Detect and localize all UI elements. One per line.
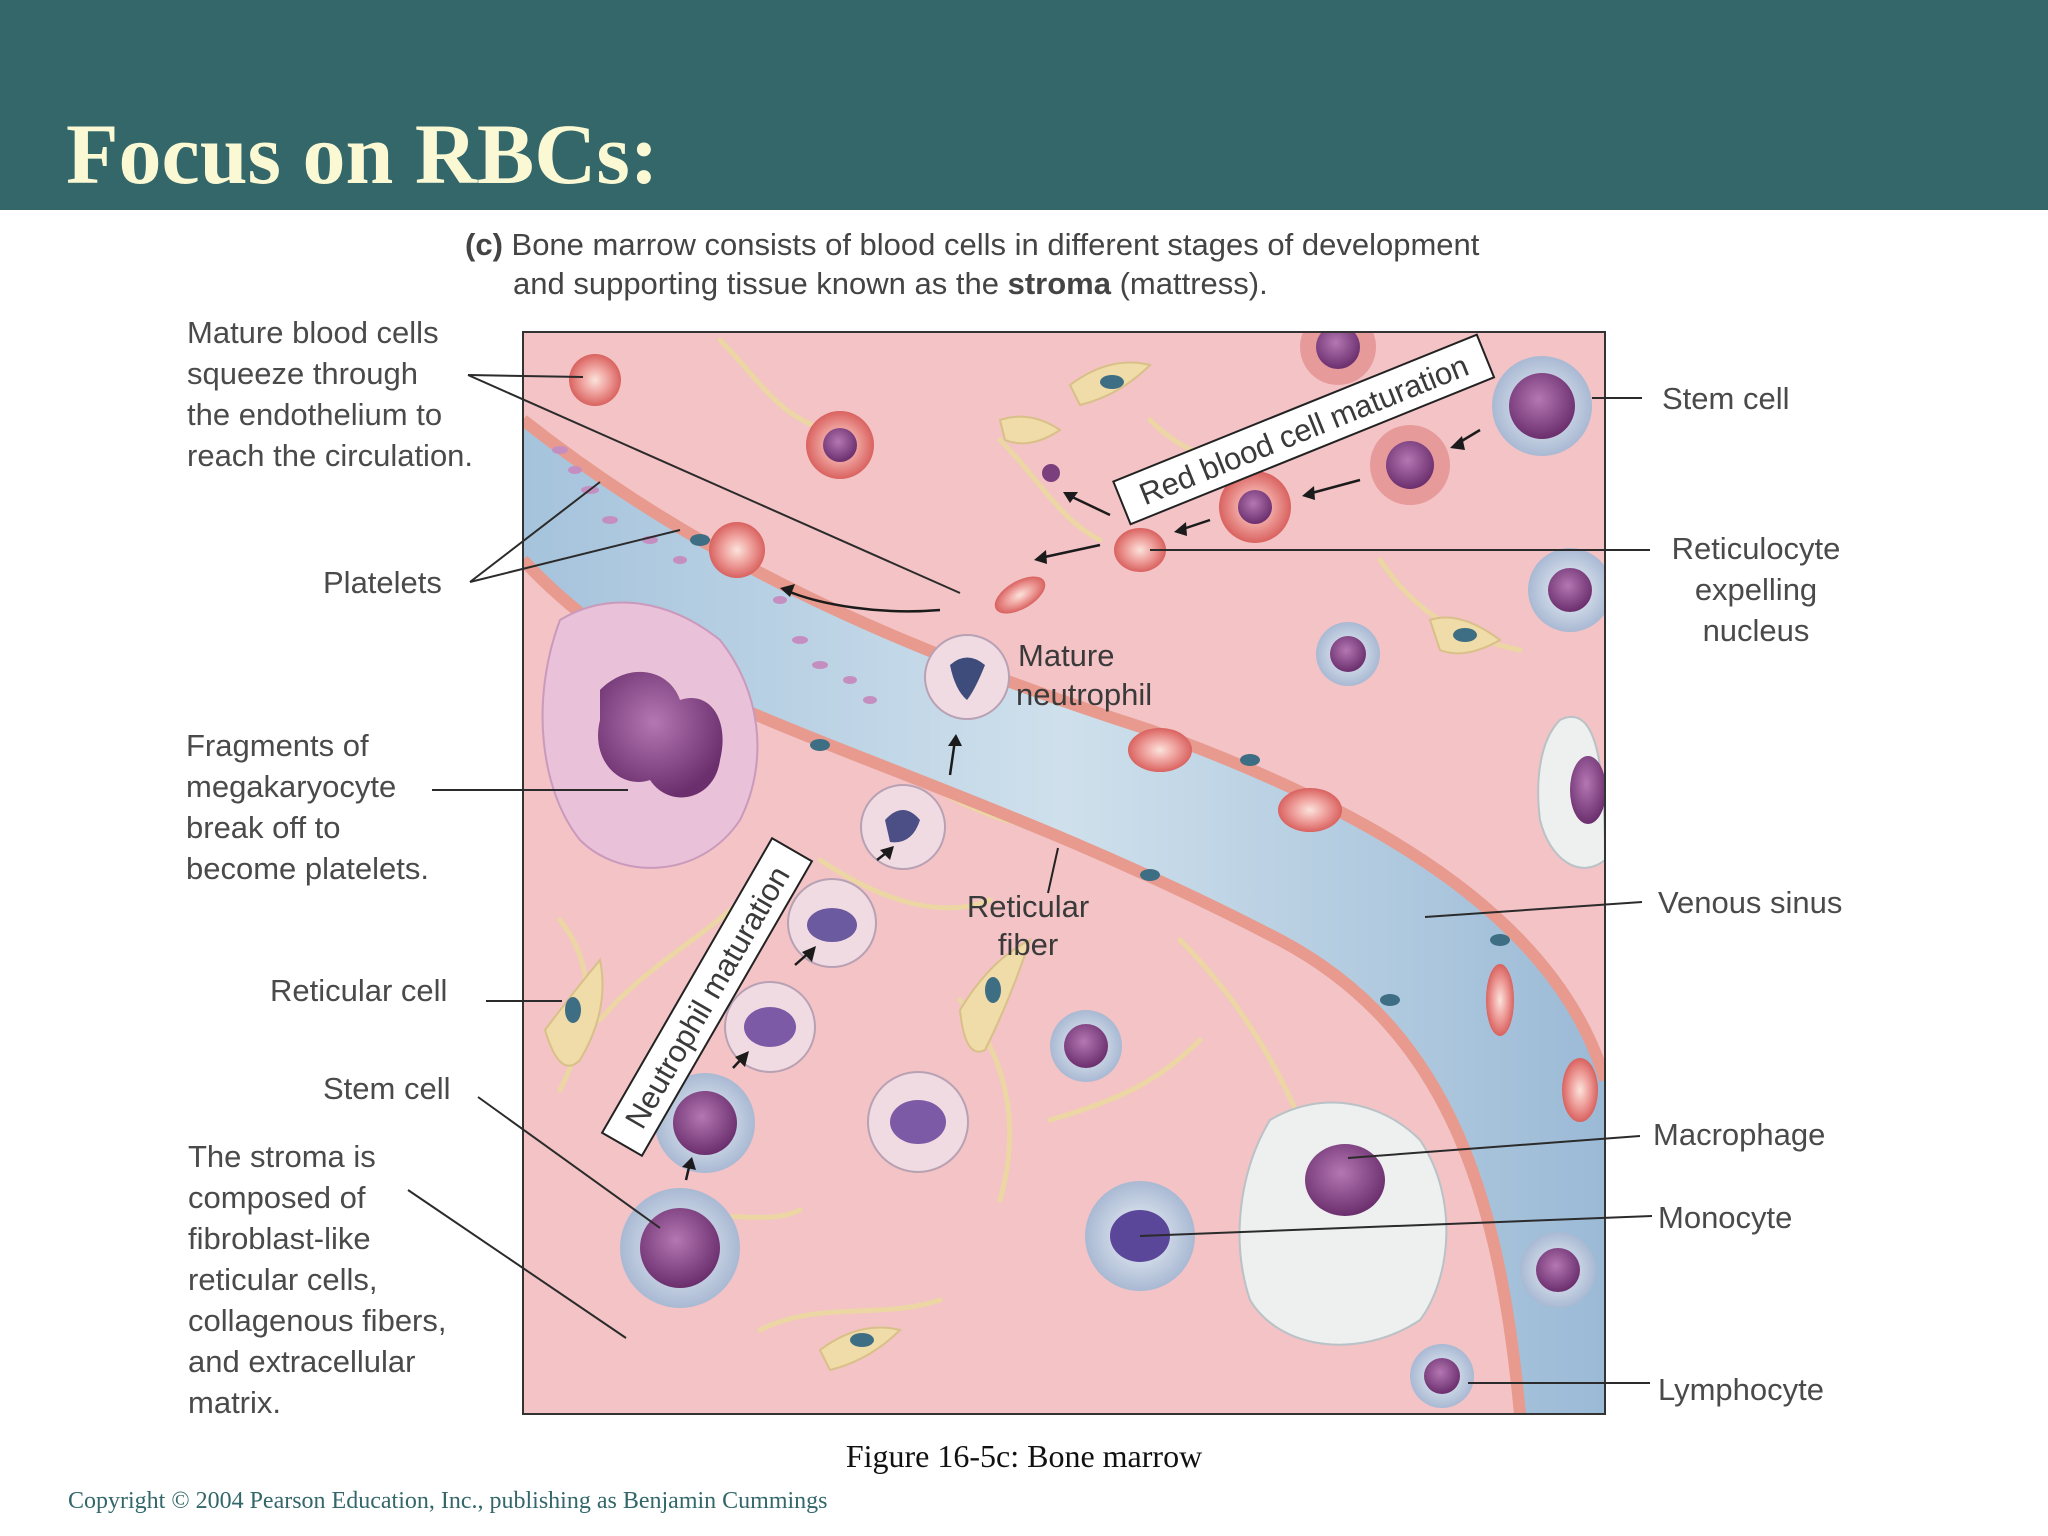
- label-monocyte: Monocyte: [1658, 1200, 1793, 1235]
- mature-neutrophil-label-2: neutrophil: [1016, 677, 1152, 712]
- label-line: composed of: [188, 1180, 366, 1215]
- rbc-precursors: [806, 332, 1592, 543]
- maturation-arrows: [684, 428, 1481, 1181]
- endothelial-nuclei: [690, 534, 1510, 1006]
- mature-neutrophil-label-1: Mature: [1018, 638, 1114, 673]
- label-line: Fragments of: [186, 728, 369, 763]
- slide-header: [0, 0, 2048, 210]
- label-line: become platelets.: [186, 851, 429, 886]
- neutrophil-series: [620, 634, 1010, 1308]
- label-line: matrix.: [188, 1385, 281, 1420]
- venous-sinus: [523, 420, 1605, 1414]
- arrowheads: [682, 436, 1465, 1170]
- label-line: break off to: [186, 810, 341, 845]
- platelet-fragments: [552, 446, 877, 704]
- label-reticulocyte: Reticulocyte expelling nucleus: [1656, 528, 1856, 651]
- caption-stroma-term: stroma: [1007, 266, 1111, 301]
- label-stem-cell-left: Stem cell: [323, 1071, 451, 1106]
- label-line: fibroblast-like: [188, 1221, 371, 1256]
- label-lymphocyte: Lymphocyte: [1658, 1372, 1824, 1407]
- copyright-notice: Copyright © 2004 Pearson Education, Inc.…: [68, 1488, 828, 1514]
- caption-line-1: Bone marrow consists of blood cells in d…: [511, 227, 1480, 262]
- red-blood-cells: [569, 354, 1598, 1122]
- caption-line-2-post: (mattress).: [1119, 266, 1268, 301]
- label-line: megakaryocyte: [186, 769, 397, 804]
- label-stroma: The stroma is composed of fibroblast-lik…: [188, 1136, 447, 1423]
- reticular-fiber-label-2: fiber: [998, 927, 1058, 962]
- label-macrophage: Macrophage: [1653, 1117, 1826, 1152]
- label-megakaryocyte: Fragments of megakaryocyte break off to …: [186, 725, 429, 889]
- part-label: (c): [465, 227, 503, 262]
- label-stem-cell-right: Stem cell: [1662, 381, 1790, 416]
- caption-line-2-pre: and supporting tissue known as the: [513, 266, 999, 301]
- label-line: reach the circulation.: [187, 438, 474, 473]
- diagram-caption: (c) Bone marrow consists of blood cells …: [465, 225, 1479, 303]
- label-line: the endothelium to: [187, 397, 443, 432]
- label-line: Reticulocyte: [1671, 531, 1841, 566]
- leader-lines: [407, 374, 1653, 1384]
- label-line: squeeze through: [187, 356, 418, 391]
- reticular-fiber-leader: [1047, 847, 1059, 894]
- label-line: and extracellular: [188, 1344, 416, 1379]
- label-reticular-cell: Reticular cell: [270, 973, 448, 1008]
- panel-frame: [522, 331, 1606, 1415]
- label-platelets: Platelets: [323, 565, 442, 600]
- slide-title: Focus on RBCs:: [66, 106, 659, 202]
- reticular-fiber-label-1: Reticular: [967, 889, 1089, 924]
- megakaryocyte-nucleus: [598, 671, 723, 798]
- label-line: The stroma is: [188, 1139, 376, 1174]
- label-mature-blood-cells: Mature blood cells squeeze through the e…: [187, 312, 473, 476]
- label-line: reticular cells,: [188, 1262, 378, 1297]
- label-line: collagenous fibers,: [188, 1303, 447, 1338]
- label-line: expelling: [1694, 572, 1818, 607]
- label-line: nucleus: [1702, 613, 1810, 648]
- figure-caption: Figure 16-5c: Bone marrow: [845, 1438, 1203, 1474]
- label-venous-sinus: Venous sinus: [1658, 885, 1843, 920]
- other-cells: [1050, 548, 1605, 1408]
- label-line: Mature blood cells: [187, 315, 439, 350]
